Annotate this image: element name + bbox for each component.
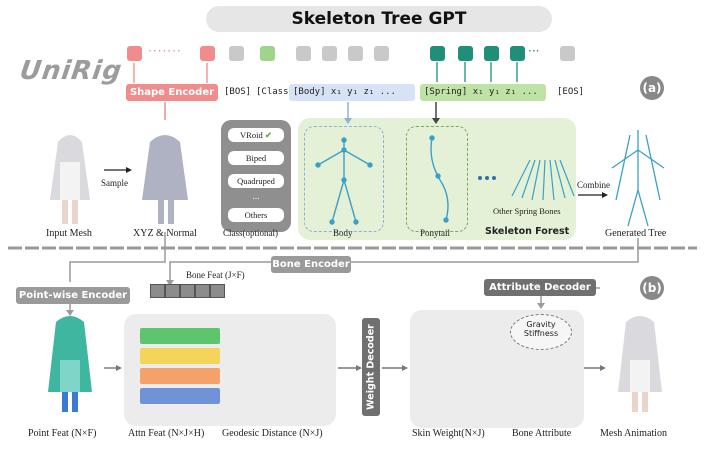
weight-decoder-bar: Weight Decoder [362, 318, 380, 416]
output-token-gray-5 [374, 46, 389, 61]
input-mesh-label: Input Mesh [46, 228, 92, 239]
point-cloud-figure [142, 135, 188, 224]
bone-feat-label: Bone Feat (J×F) [186, 270, 245, 280]
bone-feat-blocks [150, 284, 225, 298]
class-optional-label: Class(optional) [223, 228, 278, 238]
token-ellipsis-teal: ··· [528, 44, 540, 58]
output-token-pink-1 [127, 46, 142, 61]
spring-sequence: [Spring] x₁ y₁ z₁ ... [420, 84, 546, 101]
point-feat-label: Point Feat (N×F) [28, 428, 97, 439]
class-selector-card: VRoid ✔ Biped Quadruped ... Others [221, 120, 291, 232]
geodesic-label: Geodesic Distance (N×J) [222, 428, 323, 439]
attn-feat-stack [132, 322, 232, 414]
input-mesh-figure [50, 135, 90, 224]
class-option-biped[interactable]: Biped [228, 151, 284, 165]
generated-tree [611, 130, 665, 227]
class-option-quadruped[interactable]: Quadruped [228, 174, 284, 188]
xyz-normal-label: XYZ & Normal [133, 228, 197, 239]
pointwise-encoder-label: Point-wise Encoder [16, 287, 130, 304]
output-token-gray-4 [348, 46, 363, 61]
class-option-more: ... [252, 191, 260, 201]
body-sequence: [Body] x₁ y₁ z₁ ... [289, 84, 415, 101]
output-token-gray-1 [229, 46, 244, 61]
check-icon: ✔ [264, 130, 272, 140]
bone-attribute-label: Bone Attribute [512, 428, 572, 439]
output-token-teal-4 [510, 46, 525, 61]
output-token-teal-3 [484, 46, 499, 61]
spring-bones-fan [511, 159, 575, 201]
gravity-stiffness-bubble: Gravity Stiffness [510, 314, 572, 350]
section-b-marker: (b) [640, 276, 664, 300]
skin-weight-label: Skin Weight(N×J) [412, 428, 485, 439]
ponytail-tree-box [406, 126, 468, 232]
skeleton-tree-gpt-title: Skeleton Tree GPT [206, 6, 552, 32]
output-token-gray-3 [322, 46, 337, 61]
ponytail-label: Ponytail [420, 228, 451, 238]
class-option-vroid[interactable]: VRoid ✔ [228, 128, 284, 142]
generated-tree-label: Generated Tree [605, 228, 667, 239]
eos-token: [EOS] [557, 87, 585, 97]
output-token-pink-2 [200, 46, 215, 61]
mesh-animation-figure [618, 316, 662, 412]
combine-label: Combine [577, 180, 610, 190]
attribute-decoder-label: Attribute Decoder [484, 279, 596, 296]
section-a-marker: (a) [640, 76, 664, 100]
class-option-others[interactable]: Others [228, 208, 284, 222]
bos-token: [BOS] [224, 87, 252, 97]
mesh-animation-label: Mesh Animation [600, 428, 667, 439]
attn-feat-label: Attn Feat (N×J×H) [128, 428, 205, 439]
output-token-teal-1 [430, 46, 445, 61]
point-feat-figure [48, 316, 92, 412]
output-token-gray-eos [560, 46, 575, 61]
bone-encoder-label: Bone Encoder [271, 256, 351, 273]
other-spring-label: Other Spring Bones [493, 206, 561, 216]
skeleton-forest-label: Skeleton Forest [485, 226, 570, 237]
output-token-gray-2 [296, 46, 311, 61]
body-label: Body [333, 228, 353, 238]
ponytail-skeleton [429, 135, 449, 223]
shape-encoder-label: Shape Encoder [126, 84, 218, 101]
output-token-green [260, 46, 275, 61]
token-ellipsis-pink: ······· [148, 44, 182, 58]
sample-label: Sample [101, 178, 128, 188]
body-skeleton [315, 137, 373, 225]
body-tree-box [304, 126, 384, 232]
class-token: [Class] [256, 87, 294, 97]
output-token-teal-2 [458, 46, 473, 61]
